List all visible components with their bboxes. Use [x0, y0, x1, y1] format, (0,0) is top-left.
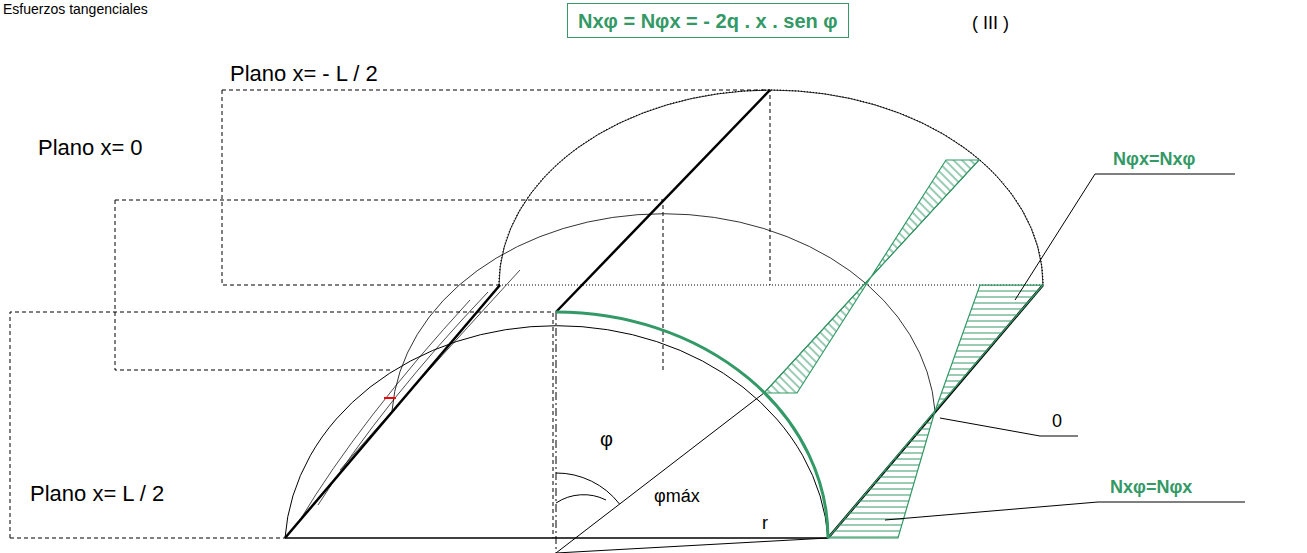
- leader-line: [1015, 174, 1235, 300]
- shear-triangle: [935, 285, 1043, 411]
- phi-radius: [556, 393, 764, 553]
- plane-back: [222, 90, 770, 285]
- shear-triangle: [764, 277, 871, 393]
- r-radius: [556, 538, 828, 553]
- shear-triangle: [828, 411, 935, 538]
- plane-label: Plano x= - L / 2: [230, 62, 378, 86]
- leader-line: [885, 502, 1245, 520]
- phi-arc: [556, 473, 620, 504]
- crown-generator: [556, 90, 770, 312]
- equation-number: ( III ): [972, 14, 1009, 34]
- angle-label: φmáx: [652, 487, 702, 507]
- plane-label: Plano x= L / 2: [30, 482, 164, 506]
- right-generator: [828, 285, 1043, 538]
- green-arc: [556, 312, 828, 538]
- formula-box: Nxφ = Nφx = - 2q . x . sen φ: [567, 3, 849, 38]
- shear-triangle: [871, 160, 979, 277]
- phimax-arc: [556, 495, 606, 503]
- back-arch-line: [499, 90, 1043, 285]
- diagram-title: Esfuerzos tangenciales: [3, 2, 148, 17]
- radius-label: r: [760, 514, 770, 534]
- plane-front: [10, 312, 553, 538]
- plane-label: Plano x= 0: [38, 136, 143, 160]
- formula-text: Nxφ = Nφx = - 2q . x . sen φ: [578, 10, 838, 33]
- shear-diagram: [764, 160, 1043, 538]
- plane-outlines: [10, 90, 770, 538]
- red-mark: [384, 397, 396, 399]
- side-line: [340, 270, 520, 470]
- zero-label: 0: [1052, 412, 1062, 432]
- middle-arch: [392, 214, 935, 411]
- stress-label: Nxφ=Nφx: [1110, 478, 1192, 498]
- generators: [285, 90, 1043, 538]
- side-lines: [300, 270, 520, 520]
- side-line: [300, 300, 470, 520]
- angle-label: φ: [598, 428, 615, 450]
- vertical-axis: [556, 312, 557, 553]
- angle-lines: [556, 312, 828, 553]
- leader-lines: [885, 174, 1245, 520]
- stress-label: Nφx=Nxφ: [1113, 150, 1195, 170]
- left-generator: [285, 285, 500, 538]
- phi-generator: [764, 160, 979, 393]
- arches: [285, 90, 1043, 538]
- back-arch: [499, 90, 1043, 285]
